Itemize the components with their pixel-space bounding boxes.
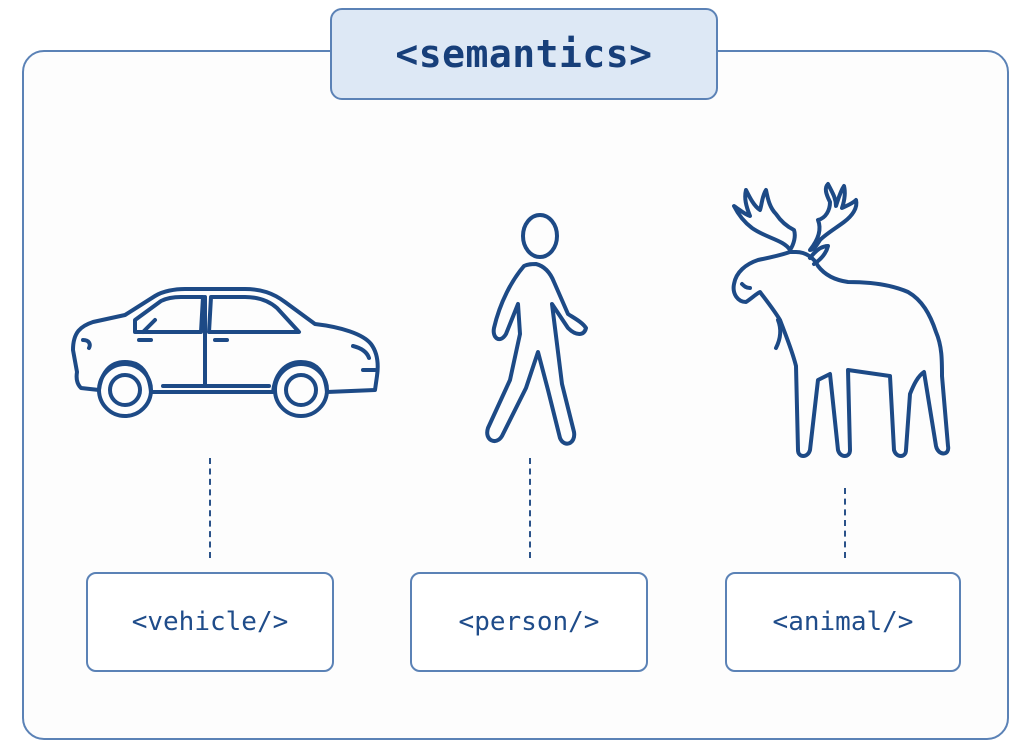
animal-connector — [844, 488, 846, 558]
car-icon — [62, 280, 384, 430]
person-walking-icon — [478, 210, 592, 450]
diagram-title: <semantics> — [330, 8, 718, 100]
person-connector — [529, 458, 531, 558]
vehicle-label: <vehicle/> — [86, 572, 334, 672]
animal-label: <animal/> — [725, 572, 961, 672]
vehicle-connector — [209, 458, 211, 558]
person-label: <person/> — [410, 572, 648, 672]
moose-icon — [722, 180, 960, 464]
